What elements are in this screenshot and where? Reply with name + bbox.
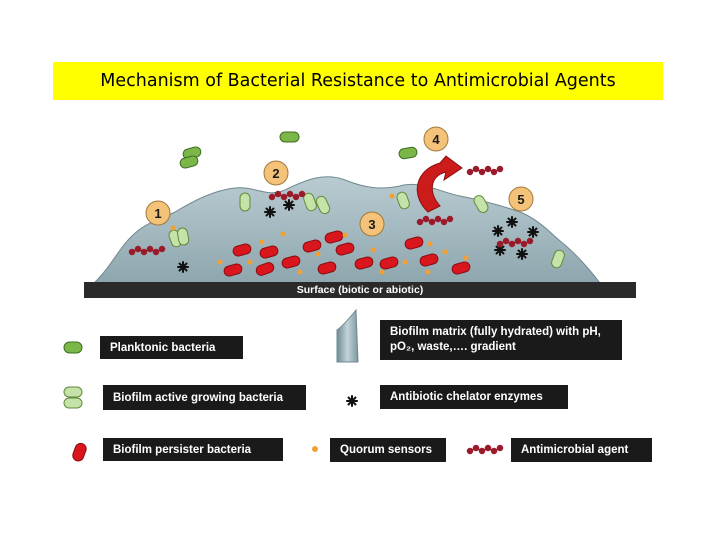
active-bacterium (551, 249, 565, 269)
persister-bacterium (354, 256, 374, 270)
persister-bacterium (302, 239, 322, 253)
planktonic-bacterium (179, 155, 199, 169)
legend-antimicrobial-icon (466, 444, 504, 455)
persister-bacterium (223, 263, 243, 277)
step-badge-3: 3 (359, 211, 385, 237)
quorum-sensor (170, 225, 176, 231)
step-badge-4: 4 (423, 126, 449, 152)
legend-active-growing-label: Biofilm active growing bacteria (103, 385, 306, 410)
persister-bacterium (232, 243, 252, 257)
surface-bar (84, 282, 636, 298)
diagram-title: Mechanism of Bacterial Resistance to Ant… (100, 71, 616, 91)
active-bacterium (239, 192, 251, 212)
chelator-enzyme (492, 225, 504, 237)
persister-bacterium (281, 255, 301, 269)
persister-bacterium (335, 242, 355, 256)
persister-bacteria-group (223, 230, 471, 277)
step-badge-1: 1 (145, 200, 171, 226)
step-number-2: 2 (272, 166, 279, 181)
active-bacterium (396, 191, 410, 210)
legend-quorum-label: Quorum sensors (330, 438, 446, 462)
quorum-sensor (315, 251, 321, 257)
quorum-sensor (427, 241, 433, 247)
chelator-enzyme (516, 248, 528, 260)
legend-planktonic-icon (63, 341, 83, 354)
step-number-5: 5 (517, 192, 524, 207)
legend-chelator-label: Antibiotic chelator enzymes (380, 385, 568, 409)
legend-persister-icon (72, 442, 87, 462)
chelator-enzymes-group (177, 199, 539, 273)
chelator-enzyme (506, 216, 518, 228)
antimicrobial-agent (416, 215, 454, 226)
quorum-sensor (402, 259, 408, 265)
quorum-sensor (370, 247, 376, 253)
quorum-sensor (442, 249, 448, 255)
legend-matrix-icon (336, 308, 359, 363)
active-growing-bacteria-group (168, 191, 565, 269)
antimicrobial-agent (128, 245, 166, 256)
persister-bacterium (255, 262, 275, 276)
step-badge-2: 2 (263, 160, 289, 186)
active-bacterium (473, 195, 489, 213)
quorum-sensor (342, 232, 348, 238)
active-bacterium (303, 192, 317, 212)
legend-active-growing-icon (63, 386, 83, 409)
quorum-sensors-group (170, 193, 469, 275)
persister-bacterium (259, 245, 279, 259)
efflux-arrow (416, 155, 463, 213)
step-number-1: 1 (154, 206, 161, 221)
quorum-sensor (217, 259, 223, 265)
quorum-sensor (247, 259, 253, 265)
step-number-4: 4 (432, 132, 440, 147)
antimicrobial-agent (496, 237, 534, 248)
persister-bacterium (419, 253, 439, 267)
planktonic-bacterium (398, 146, 418, 160)
quorum-sensor (463, 255, 469, 261)
persister-bacterium (404, 236, 424, 250)
legend-antimicrobial-label: Antimicrobial agent (511, 438, 652, 462)
chelator-enzyme (494, 244, 506, 256)
legend-persister-label: Biofilm persister bacteria (103, 438, 283, 461)
legend-quorum-icon (312, 446, 318, 452)
quorum-sensor (280, 231, 286, 237)
chelator-enzyme (283, 199, 295, 211)
quorum-sensor (379, 269, 385, 275)
quorum-sensor (389, 193, 395, 199)
planktonic-bacteria-group (179, 131, 418, 169)
active-bacterium (315, 195, 331, 215)
chelator-enzyme (177, 261, 189, 273)
persister-bacterium (379, 256, 399, 270)
quorum-sensor (425, 269, 431, 275)
step-number-3: 3 (368, 217, 375, 232)
legend-matrix-label: Biofilm matrix (fully hydrated) with pH,… (380, 320, 622, 360)
chelator-enzyme (527, 226, 539, 238)
antimicrobial-agents-group (128, 165, 534, 256)
quorum-sensor (259, 239, 265, 245)
planktonic-bacterium (279, 131, 300, 143)
antimicrobial-agent (268, 190, 306, 201)
persister-bacterium (317, 261, 337, 275)
persister-bacterium (451, 261, 471, 275)
title-banner: Mechanism of Bacterial Resistance to Ant… (53, 62, 663, 100)
chelator-enzyme (264, 206, 276, 218)
legend-chelator-icon (346, 395, 358, 407)
surface-label: Surface (biotic or abiotic) (296, 284, 424, 296)
antimicrobial-agent (466, 165, 504, 176)
step-badge-5: 5 (508, 186, 534, 212)
active-bacterium (176, 227, 190, 246)
quorum-sensor (297, 269, 303, 275)
legend-planktonic-label: Planktonic bacteria (100, 336, 243, 359)
